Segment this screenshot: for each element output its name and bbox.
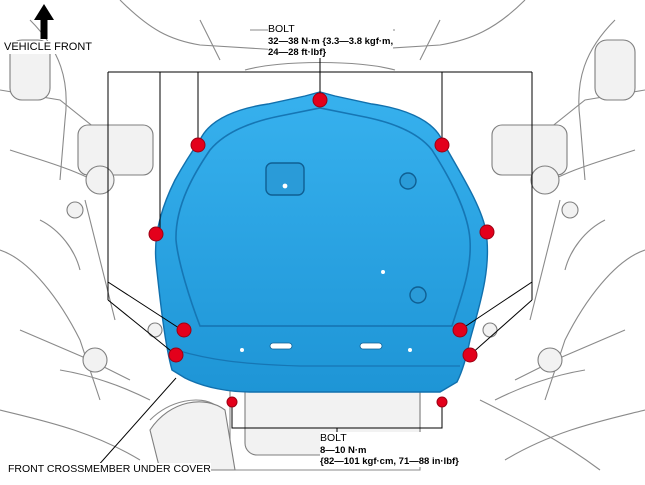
bolt-icon <box>462 347 478 363</box>
up-arrow-icon <box>34 4 54 39</box>
bolt-icon <box>434 137 450 153</box>
upper-bolt-torque-2: 24—28 ft·lbf} <box>268 46 327 58</box>
bolt-icon <box>168 347 184 363</box>
lower-bolt-callout: BOLT 8—10 N·m {82—101 kgf·cm, 71—88 in·l… <box>320 432 459 468</box>
bolt-markers <box>148 92 495 408</box>
bolt-icon <box>479 224 495 240</box>
bolt-icon <box>312 92 328 108</box>
cover-label: FRONT CROSSMEMBER UNDER COVER <box>8 463 211 476</box>
lower-bolt-title: BOLT <box>320 432 347 444</box>
lower-bolt-torque-1: 8—10 N·m <box>320 444 367 456</box>
bolt-icon <box>148 226 164 242</box>
upper-bolt-callout: BOLT 32—38 N·m {3.3—3.8 kgf·m, 24—28 ft·… <box>268 23 394 59</box>
lower-bolt-torque-2: {82—101 kgf·cm, 71—88 in·lbf} <box>320 455 459 467</box>
bolt-icon <box>452 322 468 338</box>
upper-bolt-torque-1: 32—38 N·m {3.3—3.8 kgf·m, <box>268 35 394 47</box>
bolt-icon <box>190 137 206 153</box>
bolt-icon <box>176 322 192 338</box>
bolt-icon <box>226 396 238 408</box>
bolt-icon <box>436 396 448 408</box>
vehicle-front-label: VEHICLE FRONT <box>4 41 93 55</box>
front-crossmember-under-cover-shape <box>154 91 489 393</box>
upper-bolt-title: BOLT <box>268 23 295 35</box>
